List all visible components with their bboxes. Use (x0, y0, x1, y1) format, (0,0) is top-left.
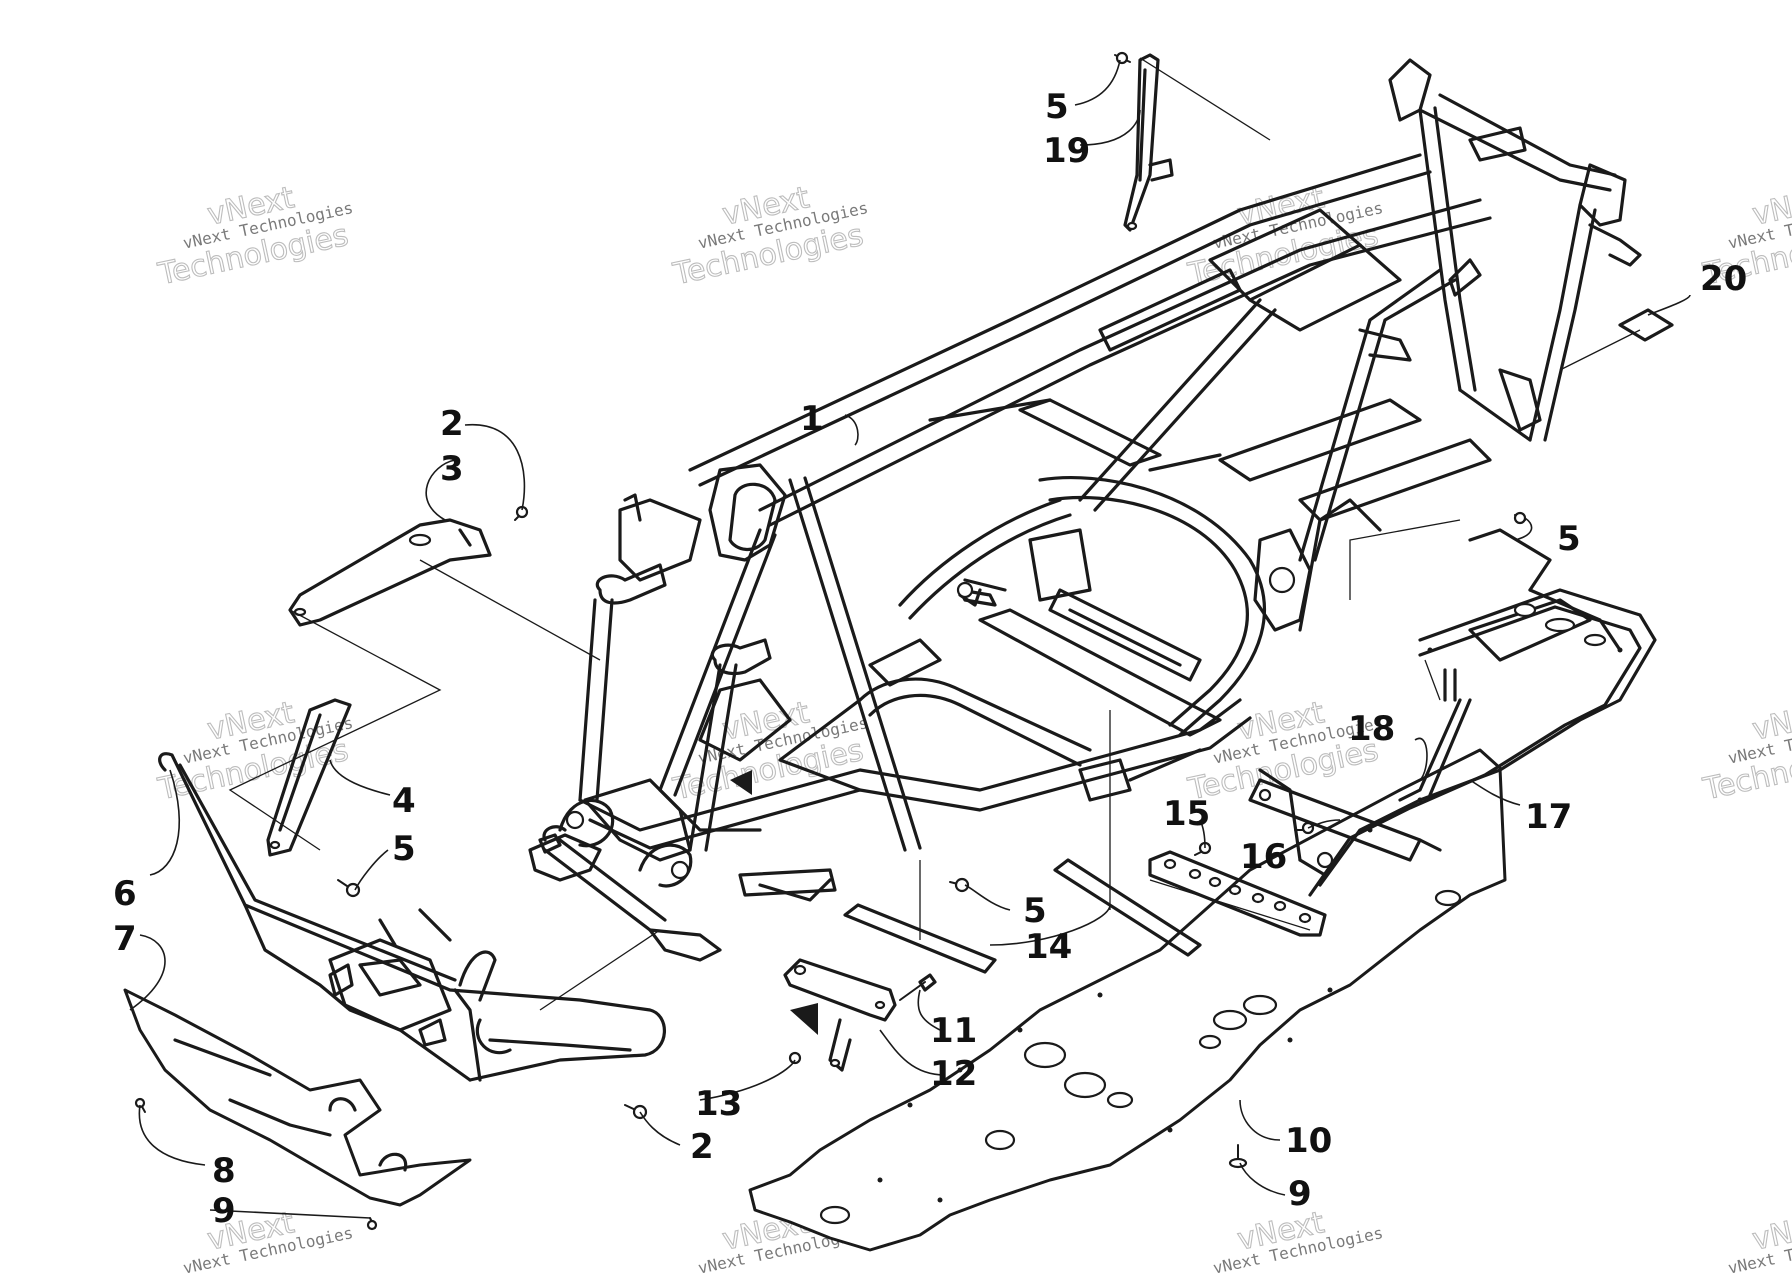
triangle-arrow-icon (730, 770, 752, 795)
mount-bracket (783, 958, 897, 1072)
callout-18: 18 (1348, 709, 1395, 749)
callout-3: 3 (440, 449, 464, 489)
callout-labels: 1 2 2 3 4 5 5 5 5 6 7 8 9 9 10 11 12 13 … (113, 87, 1747, 1231)
callout-2: 2 (440, 404, 464, 444)
watermark: vNext vNext Technologies Technologies (1699, 695, 1792, 808)
callout-5: 5 (1557, 519, 1581, 559)
assembly-guides (228, 57, 1641, 1011)
watermark: vNext vNext Technologies Technologies (1184, 180, 1385, 293)
main-frame (528, 58, 1642, 962)
leader-lines (129, 59, 1691, 1219)
rear-plate (1618, 308, 1674, 342)
callout-6: 6 (113, 874, 137, 914)
callout-12: 12 (930, 1054, 977, 1094)
callout-8: 8 (212, 1151, 236, 1191)
callout-16: 16 (1240, 837, 1287, 877)
callout-5: 5 (1045, 87, 1069, 127)
bumper-support-bracket (266, 698, 352, 857)
callout-9: 9 (212, 1191, 236, 1231)
triangle-arrow-icon (790, 1003, 818, 1035)
callout-2: 2 (690, 1127, 714, 1167)
callout-7: 7 (113, 919, 137, 959)
callout-20: 20 (1700, 259, 1747, 299)
callout-4: 4 (392, 781, 416, 821)
skid-plate (748, 748, 1507, 1252)
rack-support-bracket (1248, 768, 1442, 877)
callout-19: 19 (1043, 131, 1090, 171)
rear-rack (1308, 528, 1657, 897)
callout-15: 15 (1163, 794, 1210, 834)
callout-1: 1 (800, 399, 824, 439)
drilled-strap (1148, 850, 1327, 937)
callout-10: 10 (1285, 1121, 1332, 1161)
callout-5: 5 (1023, 891, 1047, 931)
watermark: vNext vNext Technologies (1726, 1205, 1792, 1278)
upper-bumper-bracket (288, 518, 492, 627)
callout-11: 11 (930, 1011, 977, 1051)
callout-13: 13 (695, 1084, 742, 1124)
front-bumper (158, 752, 666, 1082)
side-strap (1123, 53, 1174, 232)
callout-5: 5 (392, 829, 416, 869)
frame-pads (843, 710, 1202, 974)
callout-14: 14 (1025, 927, 1072, 967)
watermark: vNext vNext Technologies Technologies (154, 180, 355, 293)
front-guard (123, 988, 472, 1207)
callout-9: 9 (1288, 1174, 1312, 1214)
callout-17: 17 (1525, 797, 1572, 837)
watermark: vNext vNext Technologies (181, 1205, 355, 1278)
watermark: vNext vNext Technologies Technologies (669, 180, 870, 293)
